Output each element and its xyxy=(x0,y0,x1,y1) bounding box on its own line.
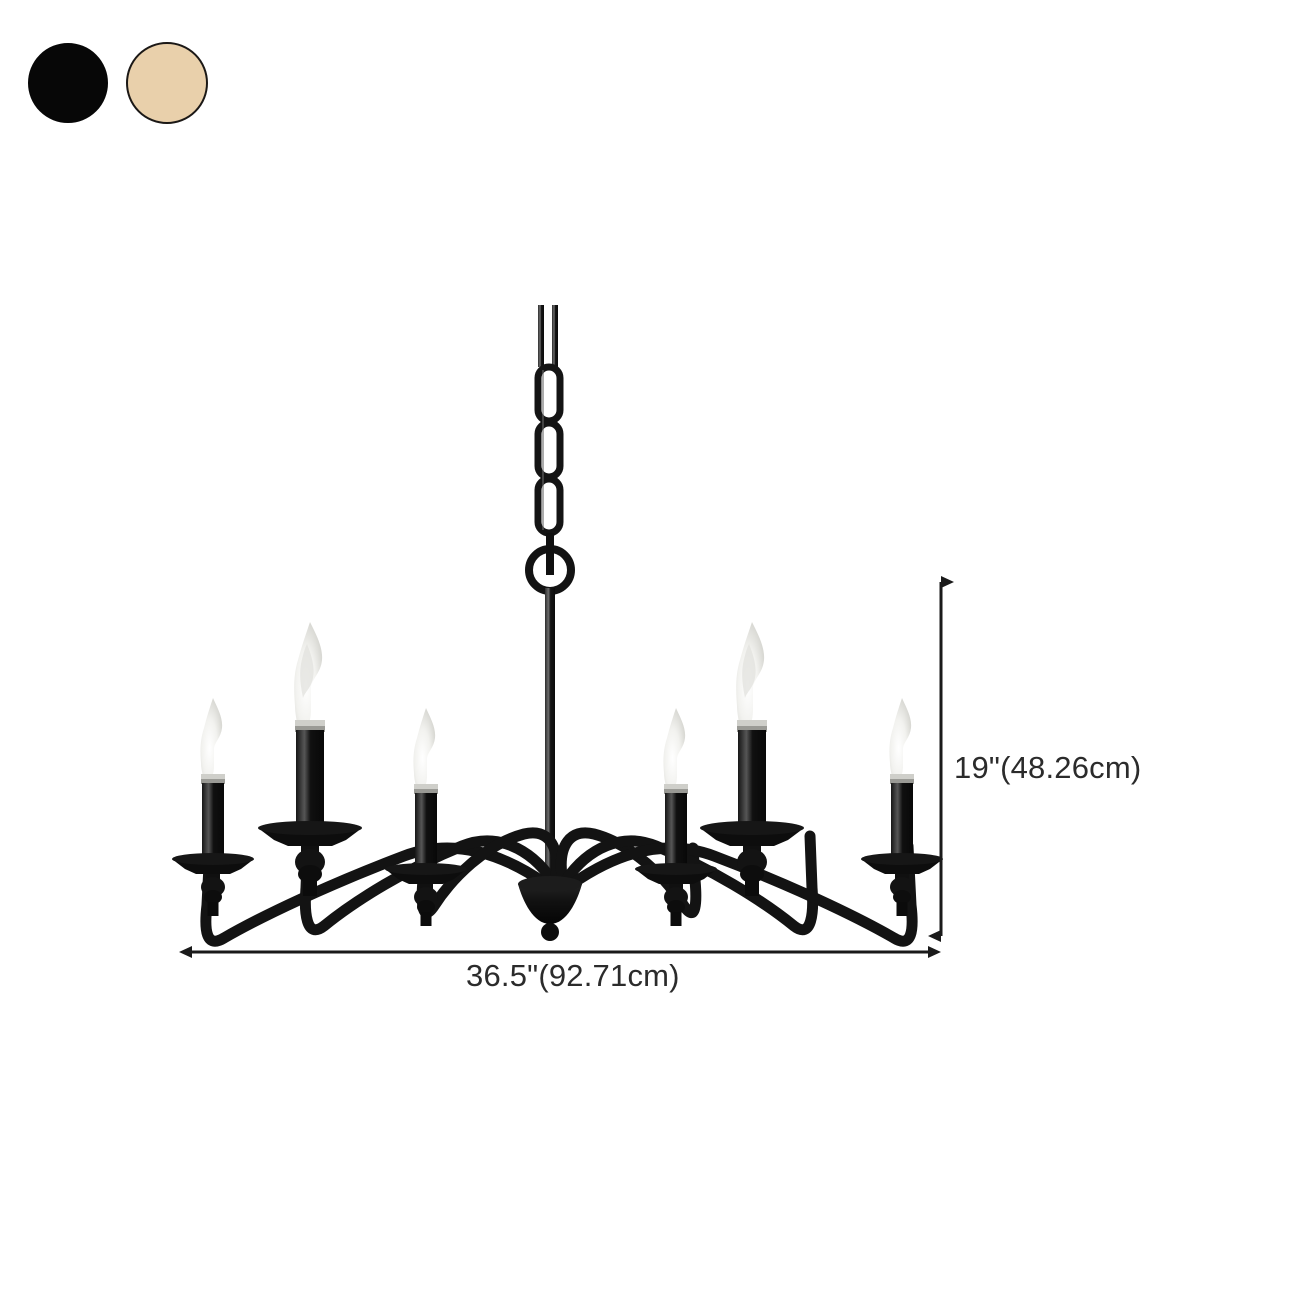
width-dimension-label: 36.5"(92.71cm) xyxy=(466,958,680,993)
candle-1-left-outer xyxy=(172,698,254,916)
suspension-assembly xyxy=(525,305,575,888)
top-rod-right xyxy=(552,305,558,367)
arm-right-outer xyxy=(566,840,918,947)
finial-ball xyxy=(541,923,559,941)
color-swatch-gold-beige[interactable] xyxy=(126,42,208,124)
top-rod-left xyxy=(538,305,544,367)
center-downrod xyxy=(545,588,555,888)
arm-right-middle xyxy=(560,830,819,936)
ring-upper-link xyxy=(546,533,554,575)
candle-3-left-inner xyxy=(385,708,467,926)
color-options xyxy=(28,42,208,124)
height-dimension-label: 19"(48.26cm) xyxy=(954,750,1142,785)
chain xyxy=(534,363,564,537)
candle-2-left-middle xyxy=(258,622,362,896)
color-swatch-black[interactable] xyxy=(28,43,108,123)
arm-left-middle xyxy=(299,830,558,936)
dimension-arrows xyxy=(179,576,954,958)
center-hub xyxy=(518,876,582,941)
candle-6-right-outer xyxy=(861,698,943,916)
hub-collar xyxy=(518,876,582,892)
candle-4-right-inner xyxy=(635,708,717,926)
